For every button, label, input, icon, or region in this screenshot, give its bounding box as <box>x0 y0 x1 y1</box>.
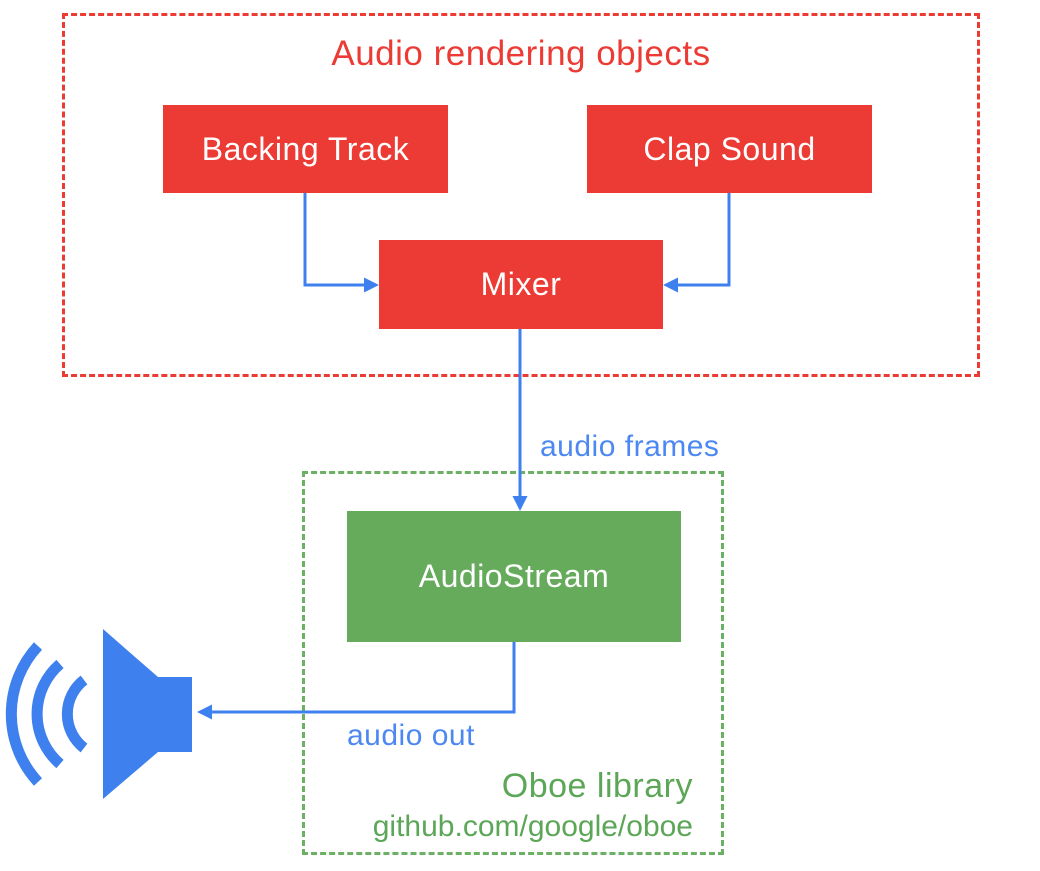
oboe-library-group <box>302 471 724 855</box>
audio-out-label: audio out <box>347 719 475 752</box>
mixer-label: Mixer <box>480 266 562 302</box>
audiostream-label: AudioStream <box>418 558 610 594</box>
arrowhead-into-speaker <box>197 704 212 720</box>
oboe-github-url: github.com/google/oboe <box>372 810 693 843</box>
arrowhead-into-audiostream <box>512 496 528 511</box>
audiostream-node: AudioStream <box>347 511 681 642</box>
arrowhead-into-mixer-right <box>663 277 678 293</box>
audio-frames-label: audio frames <box>540 430 720 463</box>
arrowhead-into-mixer-left <box>364 277 379 293</box>
backing-track-node: Backing Track <box>163 105 448 193</box>
arrow-backing-to-mixer <box>303 193 364 287</box>
backing-track-label: Backing Track <box>201 130 410 167</box>
red-group-title: Audio rendering objects <box>331 34 711 73</box>
clap-sound-label: Clap Sound <box>643 130 816 167</box>
speaker-icon <box>5 629 192 799</box>
arrow-audiostream-to-speaker <box>212 642 516 714</box>
mixer-node: Mixer <box>379 240 663 329</box>
clap-sound-node: Clap Sound <box>587 105 872 193</box>
oboe-library-caption: Oboe library <box>501 767 693 805</box>
arrow-clap-to-mixer <box>678 193 731 287</box>
